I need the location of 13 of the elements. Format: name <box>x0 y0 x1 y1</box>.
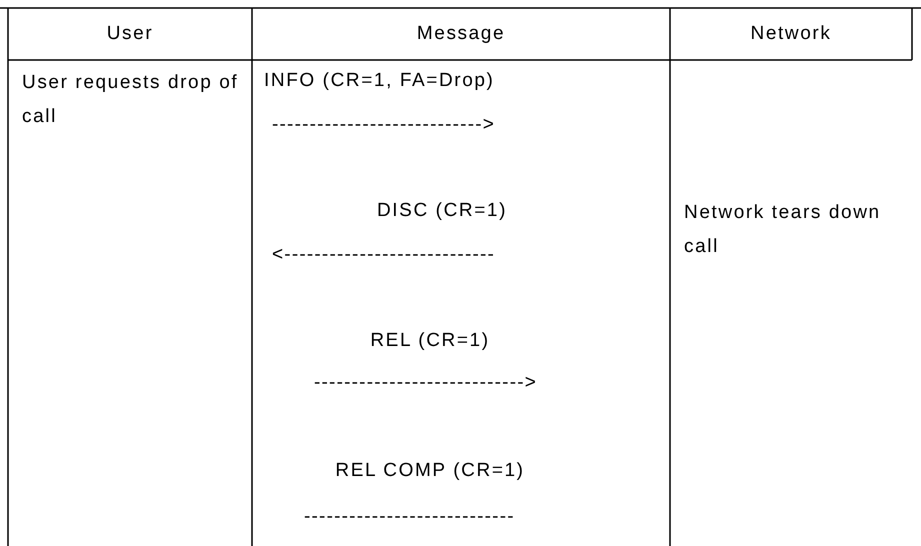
text-arrow: ----------------------------> <box>314 371 538 395</box>
message-label: REL COMP (CR=1) <box>334 459 526 483</box>
column-header: User <box>106 22 154 46</box>
action-text: Network tears down call <box>684 201 882 259</box>
action-text: User requests drop of call <box>22 71 240 129</box>
text-arrow: <---------------------------- <box>272 243 496 267</box>
text-arrow: ---------------------------- <box>304 505 516 529</box>
message-label: DISC (CR=1) <box>376 199 508 223</box>
text-arrow: ----------------------------> <box>272 113 496 137</box>
column-header: Network <box>750 22 832 46</box>
column-header: Message <box>416 22 506 46</box>
message-label: REL (CR=1) <box>369 329 491 353</box>
message-label: INFO (CR=1, FA=Drop) <box>264 69 496 93</box>
